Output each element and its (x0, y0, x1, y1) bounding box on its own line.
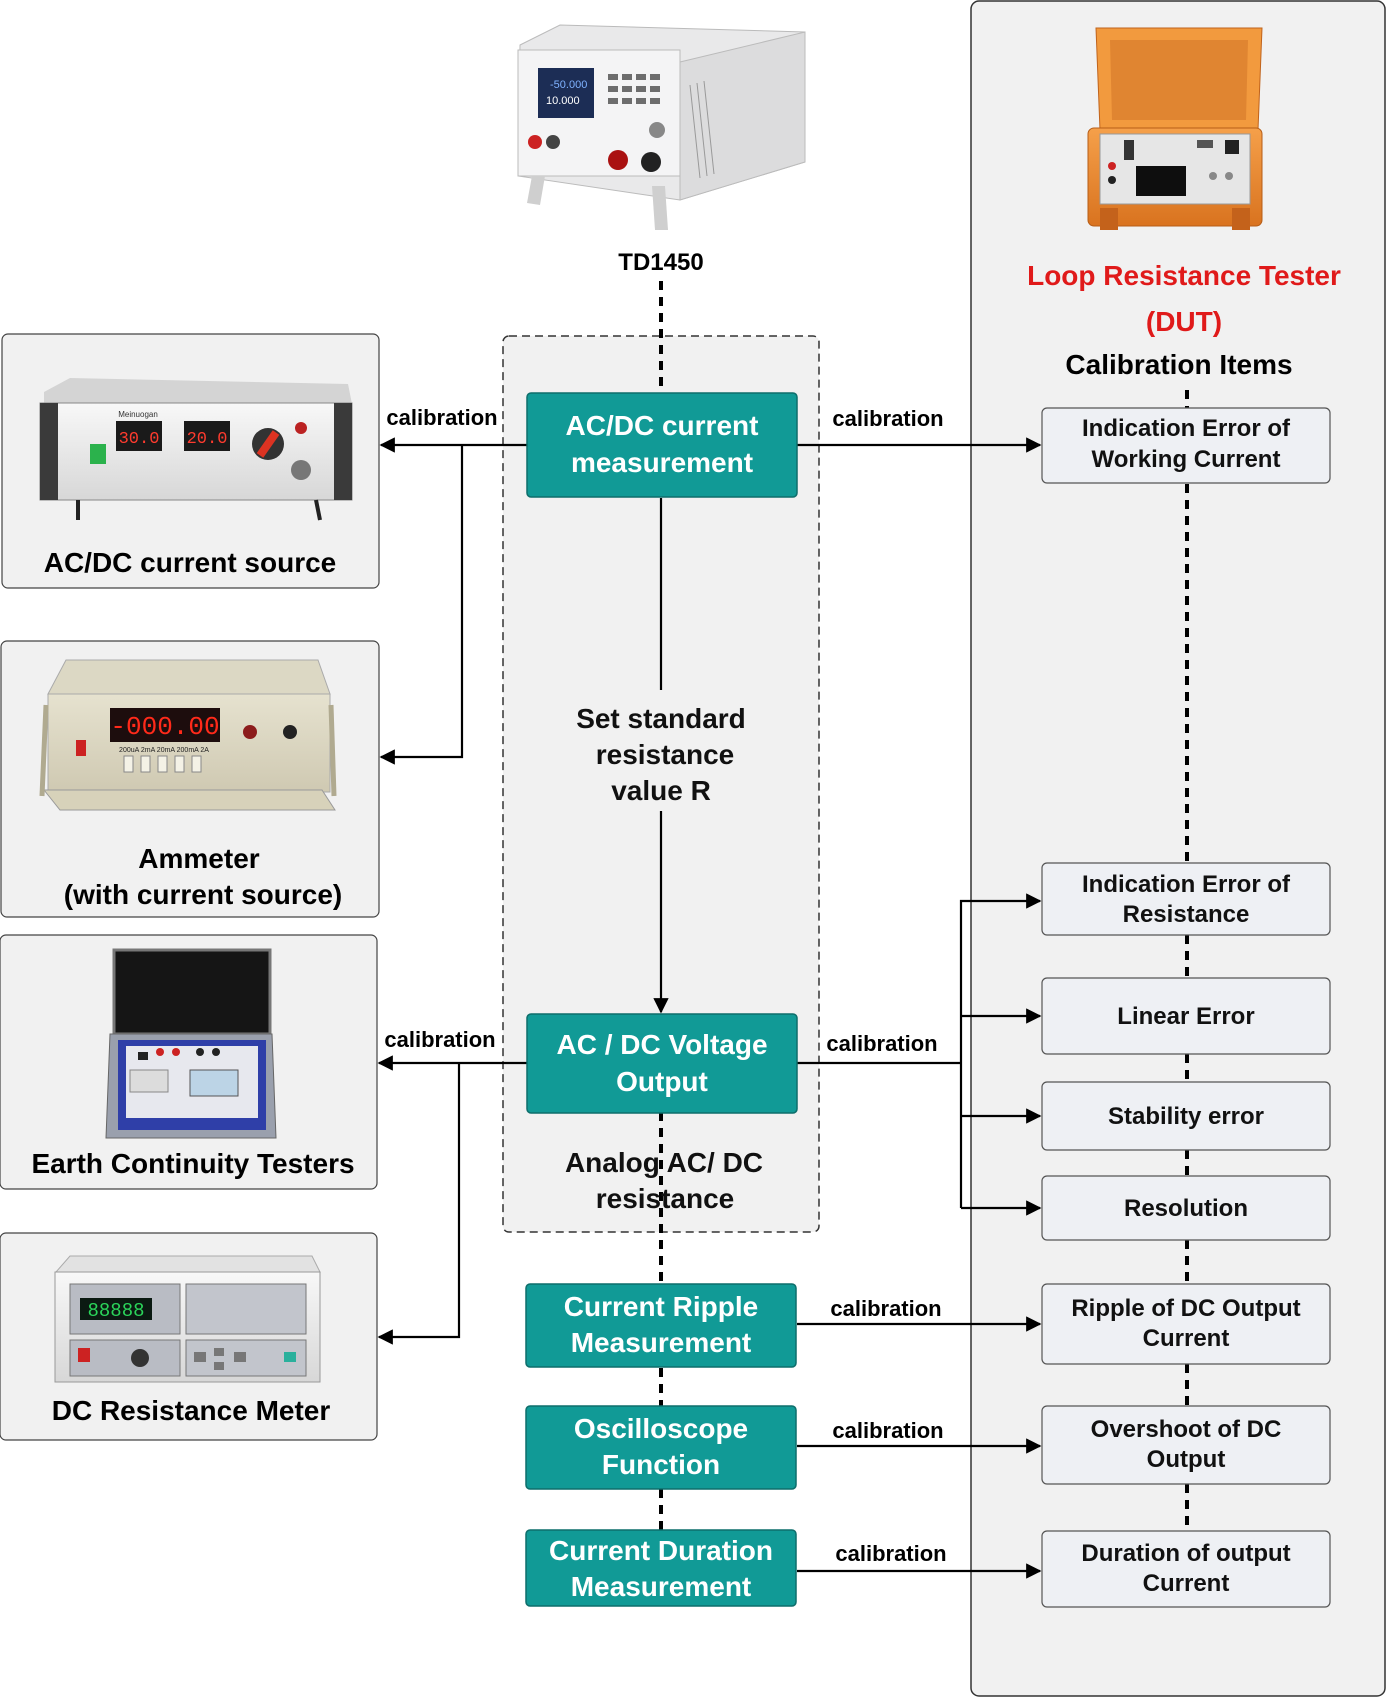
item-working-current (1041, 407, 1331, 484)
item-resistance (1041, 862, 1331, 936)
td1450-label: TD1450 (618, 249, 703, 276)
set-standard-line2: resistance (596, 739, 735, 770)
ammeter-display: -000.00 (110, 712, 219, 742)
acdc-measurement-line2: measurement (571, 447, 753, 478)
earth-caption: Earth Continuity Testers (31, 1148, 354, 1179)
dashed-connectors (659, 281, 1189, 1531)
td1450-device-image: -50.000 10.000 (517, 24, 806, 230)
item-duration (1041, 1530, 1331, 1608)
cal-label: calibration (384, 1027, 495, 1052)
item-resolution-line1: Resolution (1124, 1195, 1248, 1222)
dc-resistance-meter-image: 88888 (54, 1255, 321, 1383)
source-brand: Meinuogan (118, 410, 158, 419)
item-linear-line1: Linear Error (1117, 1003, 1254, 1030)
dut-title-line1: Loop Resistance Tester (1027, 260, 1341, 291)
item-overshoot-line2: Output (1147, 1446, 1226, 1473)
oscilloscope-line2: Function (602, 1449, 720, 1480)
set-standard-line1: Set standard (576, 703, 746, 734)
dut-items (1041, 407, 1331, 1608)
ammeter-caption-line1: Ammeter (138, 843, 259, 874)
cal-label: calibration (826, 1031, 937, 1056)
voltage-output-line2: Output (616, 1066, 708, 1097)
set-standard-line3: value R (611, 775, 711, 806)
cal-label: calibration (832, 406, 943, 431)
item-working-current-line2: Working Current (1092, 446, 1281, 473)
oscilloscope-line1: Oscilloscope (574, 1413, 748, 1444)
voltage-output-line1: AC / DC Voltage (556, 1029, 767, 1060)
dcmeter-caption: DC Resistance Meter (52, 1395, 331, 1426)
cal-label: calibration (835, 1541, 946, 1566)
item-overshoot-line1: Overshoot of DC (1091, 1416, 1282, 1443)
center-boxes (525, 392, 798, 1607)
oscilloscope-box (525, 1405, 797, 1490)
acdc-measurement-box (526, 392, 798, 498)
cal-label: calibration (830, 1296, 941, 1321)
item-resistance-line2: Resistance (1123, 901, 1250, 928)
dcmeter-display: 88888 (87, 1300, 144, 1322)
solid-arrows (377, 437, 1042, 1579)
item-overshoot (1041, 1405, 1331, 1485)
svg-text:10.000: 10.000 (546, 95, 580, 107)
ammeter-caption-line2: (with current source) (64, 879, 342, 910)
dut-device-image (1087, 27, 1263, 230)
cal-label: calibration (832, 1418, 943, 1443)
ammeter-image: -000.00 200uA 2mA 20mA 200mA 2A (39, 659, 337, 811)
ripple-line1: Current Ripple (564, 1291, 758, 1322)
acdc-measurement-line1: AC/DC current (566, 410, 759, 441)
analog-line1: Analog AC/ DC (565, 1147, 763, 1178)
duration-box (525, 1529, 797, 1607)
item-duration-line2: Current (1143, 1570, 1230, 1597)
duration-line1: Current Duration (549, 1535, 773, 1566)
source-caption: AC/DC current source (44, 547, 337, 578)
ripple-line2: Measurement (571, 1327, 752, 1358)
item-stability-error (1041, 1081, 1331, 1151)
source-display-2: 20.0 (187, 430, 228, 449)
current-source-image: 30.0 20.0 Meinuogan (39, 378, 353, 521)
item-resistance-line1: Indication Error of (1082, 871, 1291, 898)
ammeter-ranges: 200uA 2mA 20mA 200mA 2A (119, 747, 209, 754)
dut-subtitle: Calibration Items (1065, 349, 1292, 380)
earth-tester-image (105, 948, 277, 1139)
item-duration-line1: Duration of output (1081, 1540, 1290, 1567)
item-stability-line1: Stability error (1108, 1103, 1264, 1130)
item-ripple (1041, 1283, 1331, 1365)
dut-title-line2: (DUT) (1146, 306, 1222, 337)
calibration-labels: calibration calibration calibration cali… (384, 405, 946, 1566)
cal-label: calibration (386, 405, 497, 430)
svg-text:-50.000: -50.000 (550, 79, 587, 91)
duration-line2: Measurement (571, 1571, 752, 1602)
source-display-1: 30.0 (119, 430, 160, 449)
analog-line2: resistance (596, 1183, 735, 1214)
ripple-box (525, 1283, 797, 1368)
voltage-output-box (526, 1013, 798, 1114)
item-linear-error (1041, 977, 1331, 1055)
item-ripple-line2: Current (1143, 1325, 1230, 1352)
item-working-current-line1: Indication Error of (1082, 415, 1291, 442)
item-ripple-line1: Ripple of DC Output (1071, 1295, 1300, 1322)
item-resolution (1041, 1175, 1331, 1241)
